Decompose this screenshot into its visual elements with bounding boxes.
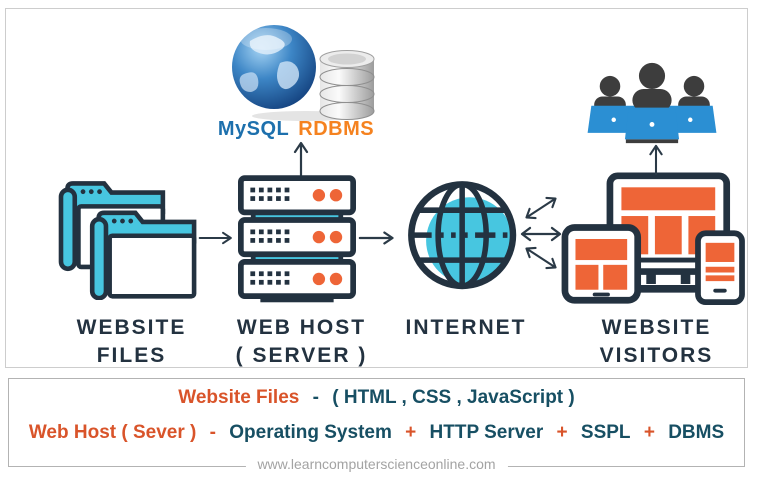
label-website-visitors-line1: WEBSITE — [601, 316, 712, 339]
label-website-visitors: WEBSITE VISITORS — [564, 314, 749, 370]
database-cylinder — [319, 50, 375, 120]
label-internet: INTERNET — [376, 314, 556, 342]
legend-panel: Website Files - ( HTML , CSS , JavaScrip… — [8, 378, 745, 472]
arrow-files-to-server-icon — [198, 229, 236, 247]
arrow-internet-devices-top-icon — [518, 189, 563, 227]
label-website-files-line1: WEBSITE — [76, 316, 187, 339]
arrow-server-to-mysql-icon — [293, 140, 309, 176]
legend-row-website-files: Website Files - ( HTML , CSS , JavaScrip… — [9, 387, 744, 409]
internet-globe-icon — [403, 176, 525, 298]
legend-seg-dbms: DBMS — [668, 422, 725, 443]
website-files-icon — [58, 177, 198, 300]
server-vents — [250, 187, 290, 285]
legend-dash-2: - — [209, 422, 216, 443]
legend-seg-os: Operating System — [229, 422, 392, 443]
arrow-devices-to-visitors-icon — [648, 143, 664, 175]
label-website-files: WEBSITE FILES — [34, 314, 229, 370]
legend-def-website-files: ( HTML , CSS , JavaScript ) — [332, 387, 575, 408]
label-internet-line1: INTERNET — [405, 316, 527, 339]
users-laptops-icon — [582, 61, 722, 145]
tablet — [561, 224, 642, 304]
mysql-globe-db-icon — [232, 25, 375, 121]
legend-term-web-host: Web Host ( Sever ) — [28, 422, 197, 443]
folder-front — [89, 210, 197, 300]
legend-seg-sspl: SSPL — [580, 422, 631, 443]
center-user — [624, 62, 680, 144]
mysql-rdbms-label: MySQL RDBMS — [166, 118, 426, 141]
legend-dash-1: - — [312, 387, 319, 408]
mysql-database-icon — [228, 21, 378, 123]
server-units — [238, 175, 356, 299]
phone — [695, 230, 745, 306]
legend-plus-2: + — [556, 422, 568, 443]
arrow-internet-devices-middle-icon — [518, 225, 564, 243]
rdbms-label: RDBMS — [298, 118, 375, 140]
arrow-server-to-internet-icon — [358, 229, 398, 247]
label-web-host-line2: ( SERVER ) — [235, 344, 368, 367]
legend-plus-3: + — [643, 422, 655, 443]
label-website-visitors-line2: VISITORS — [599, 344, 714, 367]
label-web-host: WEB HOST ( SERVER ) — [204, 314, 399, 370]
web-host-server-icon — [238, 175, 356, 303]
legend-row-web-host: Web Host ( Sever ) - Operating System + … — [9, 422, 744, 444]
arrow-internet-devices-bottom-icon — [518, 239, 563, 277]
site-url: www.learncomputerscienceonline.com — [245, 456, 508, 472]
legend-plus-1: + — [405, 422, 417, 443]
legend-seg-http: HTTP Server — [429, 422, 544, 443]
label-web-host-line1: WEB HOST — [236, 316, 367, 339]
server-leds — [312, 189, 343, 286]
diagram-panel: MySQL RDBMS — [5, 8, 748, 368]
label-website-files-line2: FILES — [96, 344, 167, 367]
mysql-label: MySQL — [217, 118, 290, 140]
legend-term-website-files: Website Files — [178, 387, 300, 408]
website-visitors-devices-icon — [560, 172, 746, 306]
earth-globe — [232, 25, 316, 109]
